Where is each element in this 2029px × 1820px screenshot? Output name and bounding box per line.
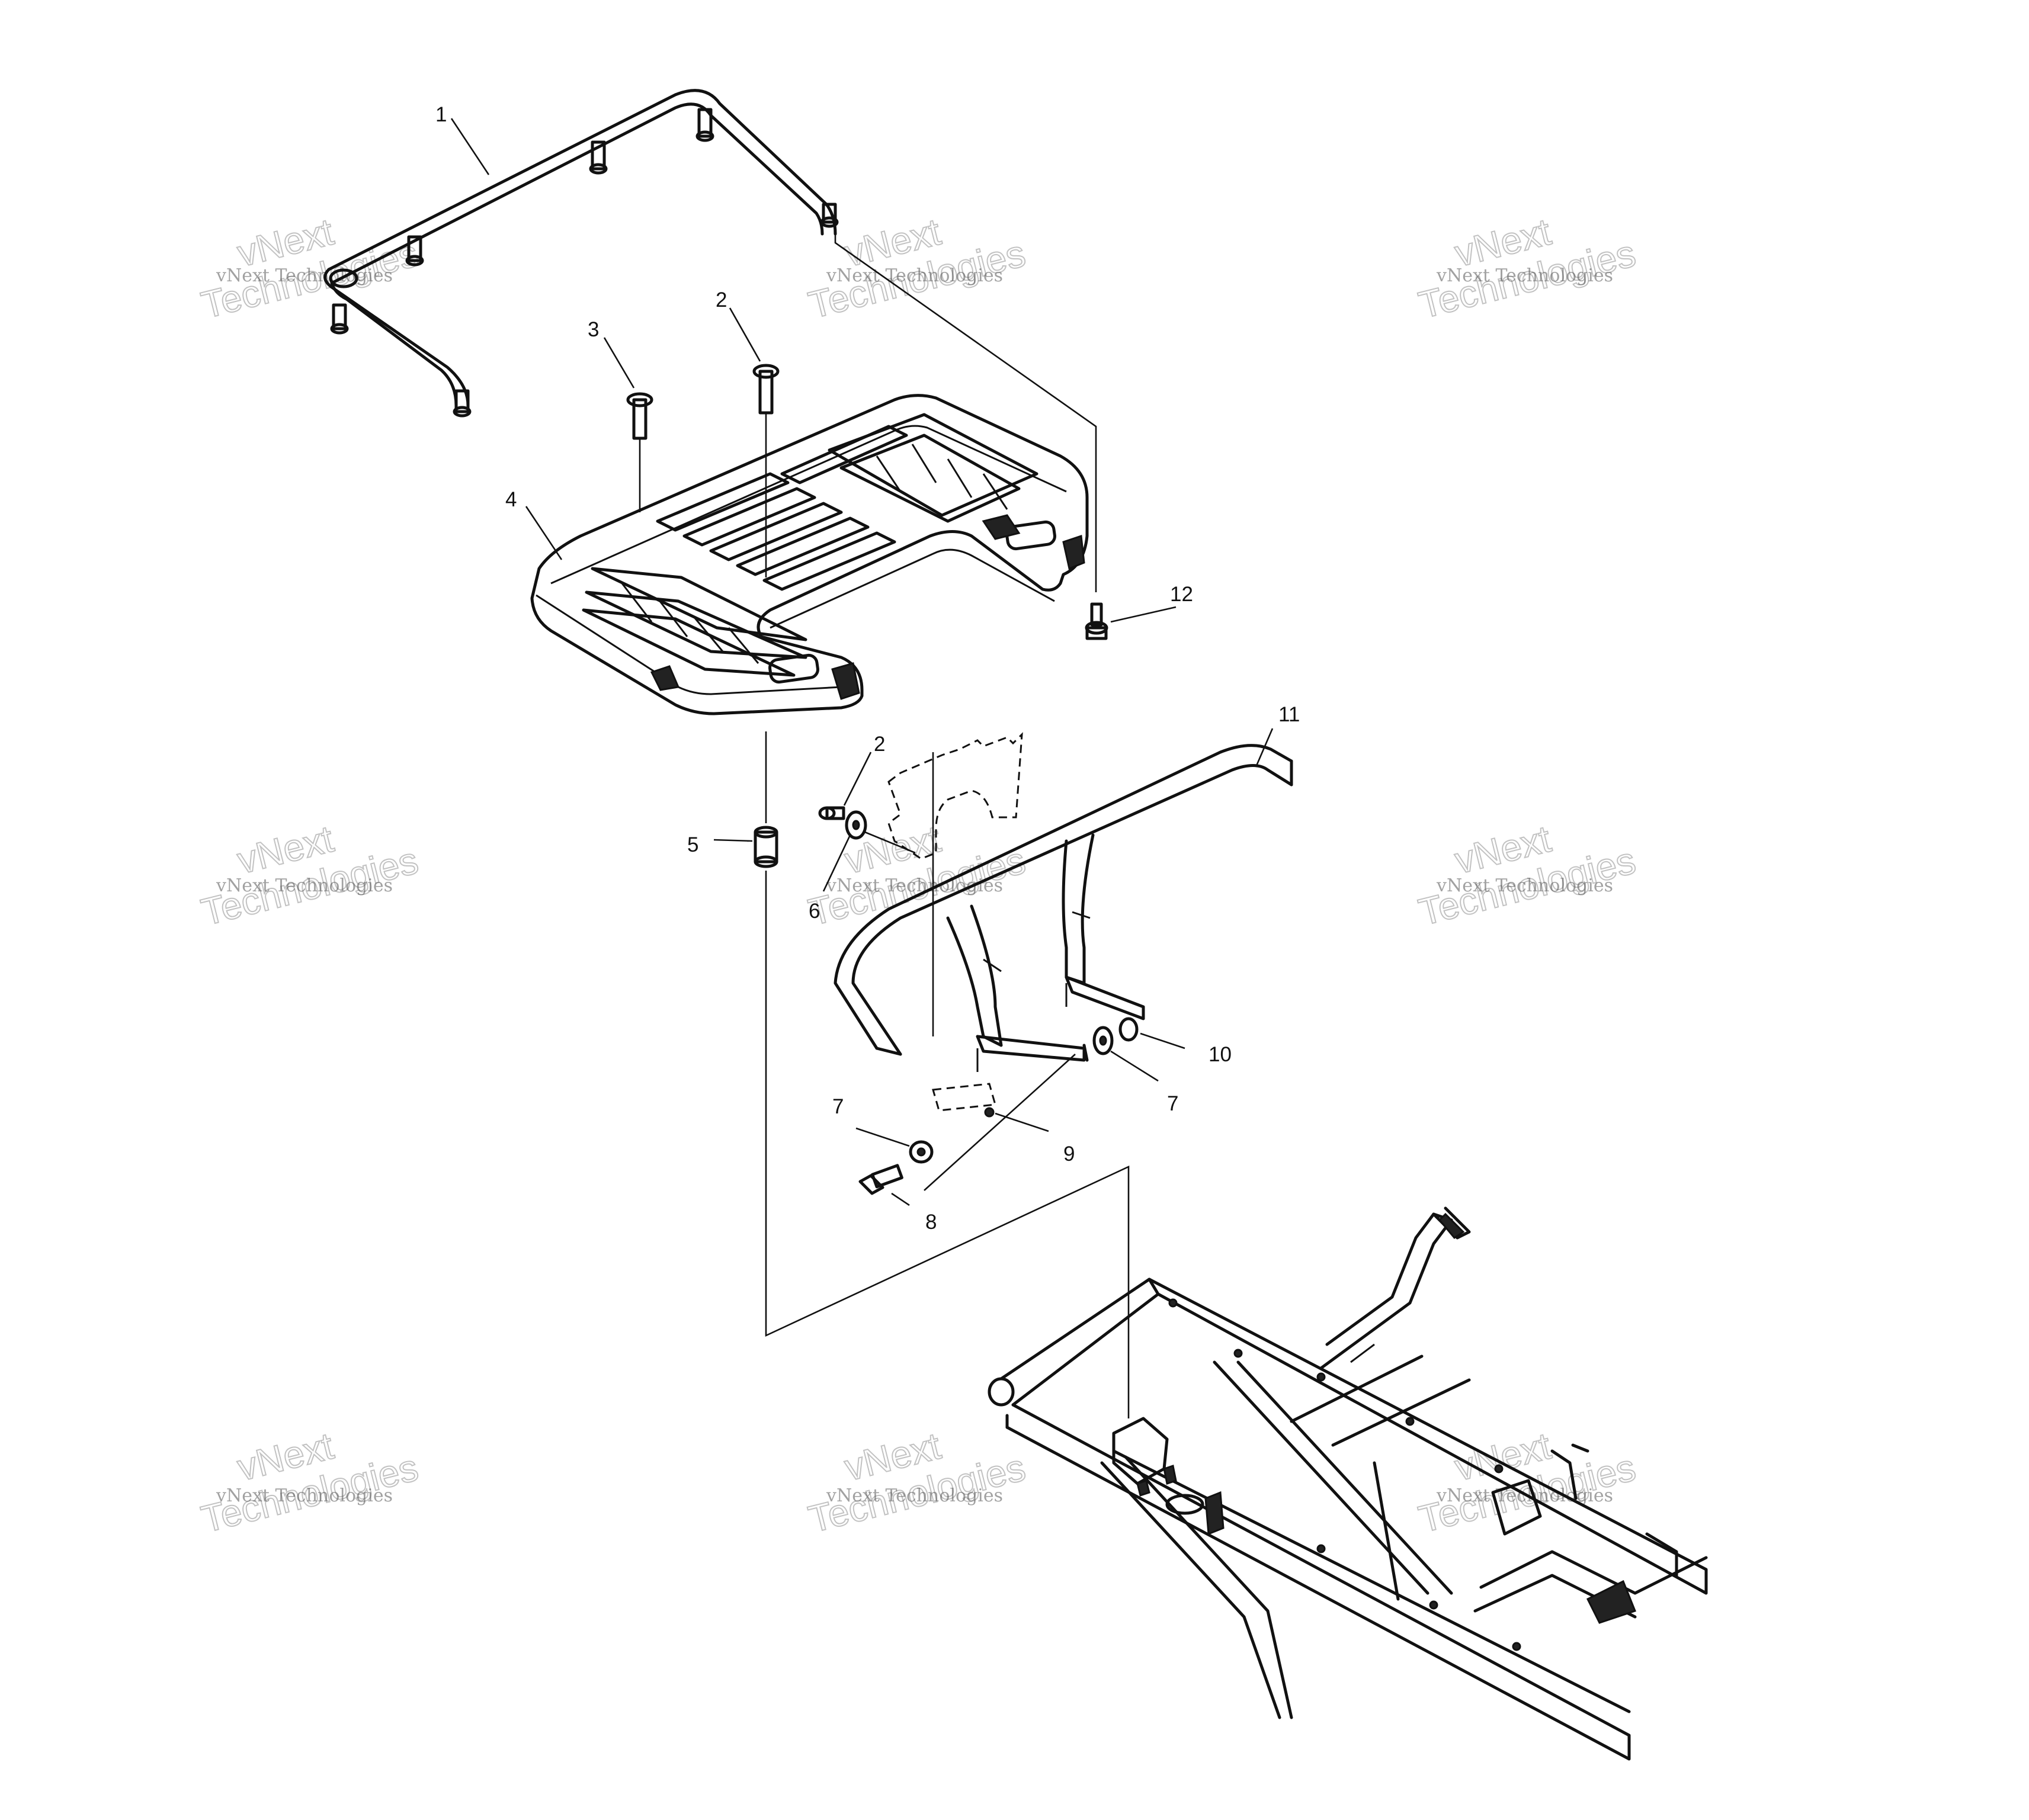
callout-8: 8 xyxy=(925,1211,937,1234)
callout-9: 9 xyxy=(1063,1142,1075,1166)
vehicle-frame xyxy=(988,1206,1708,1761)
rail-post xyxy=(330,303,349,335)
callout-5: 5 xyxy=(687,833,698,856)
bolt-2-lower xyxy=(818,806,845,820)
rail-post xyxy=(820,203,839,228)
watermark-text: vNext Technologies xyxy=(826,1485,1003,1506)
plate-9 xyxy=(932,1083,996,1118)
watermark-text: vNext Technologies xyxy=(826,265,1003,286)
rack-slot-row xyxy=(582,567,807,677)
rail-post xyxy=(453,389,472,418)
rack-slot-row xyxy=(656,425,908,591)
watermark-text: vNext Technologies xyxy=(216,875,393,896)
callout-3: 3 xyxy=(588,318,599,341)
washer-7-upper xyxy=(1092,1026,1114,1055)
rail-post xyxy=(405,235,424,267)
washer-6 xyxy=(845,810,867,840)
bolt-12 xyxy=(834,234,1108,640)
callout-4: 4 xyxy=(505,488,517,511)
callout-6: 6 xyxy=(809,900,820,923)
bolt-2-top xyxy=(752,364,780,577)
watermark-text: vNext Technologies xyxy=(1436,875,1613,896)
callout-10: 10 xyxy=(1209,1043,1232,1066)
rail-post xyxy=(695,108,714,142)
callout-2-top: 2 xyxy=(716,288,727,312)
callout-7-left: 7 xyxy=(832,1095,844,1118)
watermark-group: vNext Technologies vNext Technologies vN… xyxy=(197,210,1640,1542)
watermark-text: vNext Technologies xyxy=(216,1485,393,1506)
cargo-rack xyxy=(530,394,1089,715)
callout-2-lower: 2 xyxy=(874,733,885,756)
spacer-5 xyxy=(754,731,778,868)
callout-7-right: 7 xyxy=(1167,1092,1178,1115)
callout-12: 12 xyxy=(1170,583,1193,606)
watermark-text: vNext Technologies xyxy=(216,265,393,286)
bolt-3 xyxy=(626,392,653,512)
rail-post xyxy=(589,140,608,175)
mounting-bracket-outline xyxy=(887,732,1023,860)
washer-7-lower xyxy=(909,1140,934,1164)
bolt-8 xyxy=(858,1164,903,1195)
rack-slot-row xyxy=(828,413,1038,523)
nut-10 xyxy=(1118,1017,1139,1042)
rack-rail xyxy=(323,89,839,418)
front-rack-frame xyxy=(834,744,1293,1072)
callout-11: 11 xyxy=(1278,703,1300,726)
watermark-text: vNext Technologies xyxy=(1436,265,1613,286)
callout-1: 1 xyxy=(435,103,447,126)
